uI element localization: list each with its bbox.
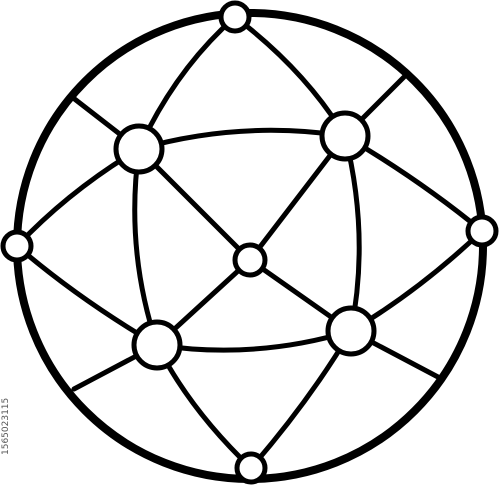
node-upper-right bbox=[319, 110, 371, 162]
link-upper-right-to-lower-right bbox=[342, 133, 362, 334]
node-lower-left bbox=[131, 319, 183, 371]
link-center-to-upper-right bbox=[247, 133, 348, 263]
node-upper-left bbox=[113, 123, 165, 175]
watermark-id-text: 1565023115 bbox=[1, 397, 11, 455]
link-upper-left-to-upper-right bbox=[136, 127, 348, 152]
node-center bbox=[232, 242, 268, 278]
node-lower-right bbox=[325, 305, 377, 357]
node-top bbox=[218, 0, 252, 34]
node-bottom bbox=[234, 451, 268, 485]
link-lower-left-to-lower-right bbox=[154, 328, 354, 353]
node-left bbox=[0, 229, 34, 263]
link-center-to-upper-left bbox=[136, 146, 253, 263]
link-upper-left-to-lower-left bbox=[132, 146, 160, 348]
node-right bbox=[465, 214, 499, 248]
